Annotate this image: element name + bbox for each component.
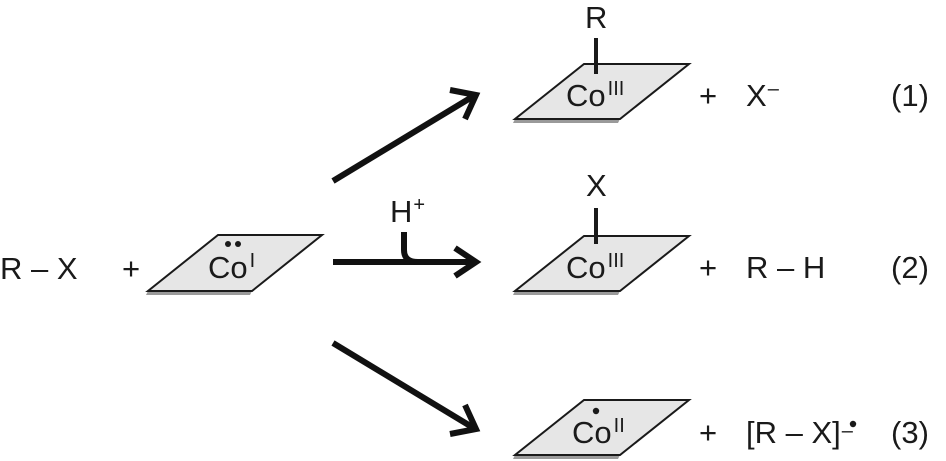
arrow-to-reaction-3 xyxy=(331,340,481,437)
radical-dot-anion xyxy=(849,420,857,428)
alkyl-halide-label: R – X xyxy=(0,251,78,286)
arrow-to-reaction-1 xyxy=(331,87,481,184)
arrow-shaft-3 xyxy=(331,340,474,430)
oxidation-state-I: I xyxy=(250,250,256,272)
plus-sign-2: + xyxy=(699,250,717,285)
plus-sign-1: + xyxy=(699,78,717,113)
plus-sign-reactants: + xyxy=(122,251,140,286)
lone-pair-dot-left xyxy=(225,241,231,247)
arrow-shaft-1 xyxy=(331,94,474,184)
alkyl-substituent-R: R xyxy=(585,0,607,35)
arrow-to-reaction-2: H+ xyxy=(333,194,482,279)
oxidation-state-III: III xyxy=(608,250,625,272)
equation-number-1: (1) xyxy=(891,78,929,113)
cobalt-plane xyxy=(512,399,692,456)
proton-hook-arrow xyxy=(401,232,419,265)
arrowhead-1 xyxy=(449,87,481,121)
cobalt-plane xyxy=(145,234,325,292)
oxidation-state-III: III xyxy=(608,78,625,100)
equation-number-3: (3) xyxy=(891,415,929,450)
plus-sign-3: + xyxy=(699,415,717,450)
arrowhead-3 xyxy=(449,403,481,437)
cobalt-plane xyxy=(512,235,692,292)
halogen-substituent-X: X xyxy=(586,168,607,203)
oxidation-state-II: II xyxy=(614,415,625,437)
radical-dot-cobalt xyxy=(592,407,600,415)
arrowhead-2 xyxy=(453,245,482,279)
equation-number-2: (2) xyxy=(891,250,929,285)
lone-pair-dot-right xyxy=(235,241,241,247)
cobalt-plane xyxy=(512,63,692,120)
alkane-product-label: R – H xyxy=(746,250,825,285)
radical-anion-label: [R – X]– xyxy=(746,415,854,450)
halide-anion-label: X– xyxy=(746,78,780,113)
proton-label: H+ xyxy=(390,194,425,229)
